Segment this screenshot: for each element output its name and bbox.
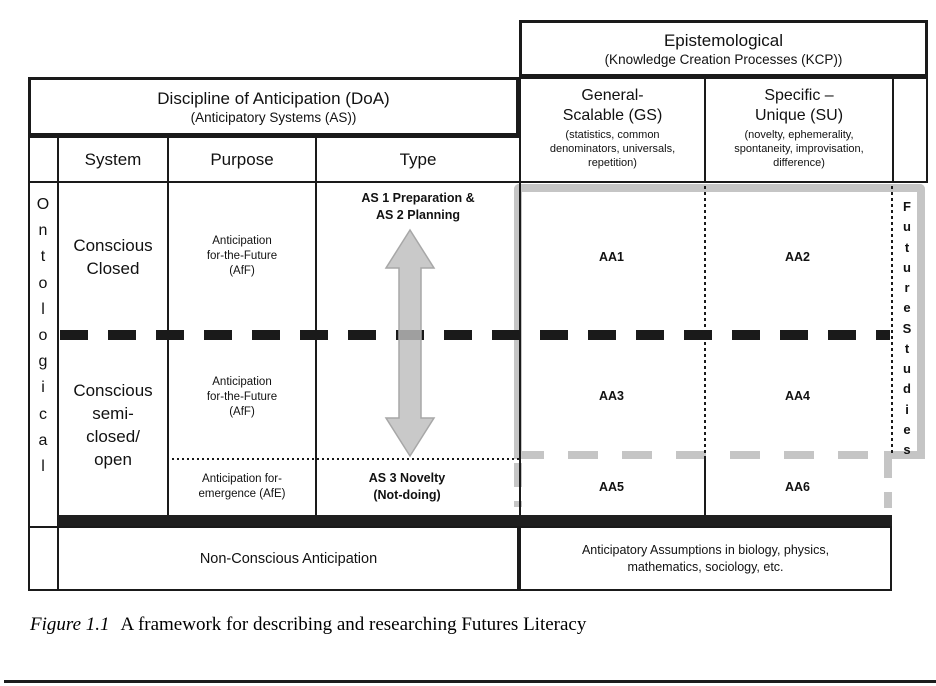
su-title: Specific – Unique (SU) <box>754 87 844 124</box>
aa5-cell: AA5 <box>598 480 624 494</box>
ontological-header-cell <box>28 136 59 183</box>
gray-outline-dashed-left <box>514 463 522 507</box>
anticipatory-assumptions-cell: Anticipatory Assumptions in biology, phy… <box>519 526 892 591</box>
doa-title: Discipline of Anticipation (DoA) <box>157 88 390 108</box>
column-header-type: Type <box>315 136 521 183</box>
gs-title: General- Scalable (GS) <box>562 87 663 124</box>
gray-outline-frame <box>514 184 925 458</box>
aa3-cell: AA3 <box>598 389 624 403</box>
double-arrow-icon <box>384 228 436 458</box>
row1-purpose-cell: Anticipation for-the-Future (AfF) <box>206 235 278 277</box>
double-arrow-shape <box>384 228 436 458</box>
row2-purpose-cell: Anticipation for-the-Future (AfF) <box>206 376 278 418</box>
figure-caption: Figure 1.1 A framework for describing and… <box>30 614 586 636</box>
column-header-specific-unique: Specific – Unique (SU) (novelty, ephemer… <box>704 77 894 183</box>
page-bottom-rule <box>4 680 936 683</box>
system-header-label: System <box>84 149 142 169</box>
type-gs-divider <box>519 183 521 591</box>
figure-caption-label: Figure 1.1 <box>30 614 110 635</box>
aa2-cell: AA2 <box>784 250 810 264</box>
aa1-cell: AA1 <box>598 250 624 264</box>
aa4-cell: AA4 <box>784 389 810 403</box>
future-studies-dotted-divider <box>891 186 893 453</box>
future-studies-header-cell <box>892 77 928 183</box>
su-subtitle: (novelty, ephemerality, spontaneity, imp… <box>734 129 864 169</box>
purpose-type-divider <box>315 183 317 516</box>
row3-purpose-cell: Anticipation for- emergence (AfE) <box>198 473 286 500</box>
ontological-column-divider <box>57 183 59 591</box>
gs-su-dotted-divider <box>704 186 706 459</box>
row3-type-cell: AS 3 Novelty (Not-doing) <box>368 471 446 502</box>
figure-caption-text: A framework for describing and researchi… <box>120 614 587 635</box>
gs-subtitle: (statistics, common denominators, univer… <box>549 129 676 169</box>
dashed-divider-line <box>60 330 890 340</box>
aa5-aa6-divider <box>704 459 706 526</box>
table-left-edge <box>28 183 30 591</box>
gray-outline-dashed-bottom <box>514 451 906 459</box>
non-conscious-bar <box>58 515 892 526</box>
column-header-general-scalable: General- Scalable (GS) (statistics, comm… <box>519 77 706 183</box>
row2-system-cell: Conscious semi- closed/ open <box>73 381 153 469</box>
column-header-purpose: Purpose <box>167 136 317 183</box>
non-conscious-label: Non-Conscious Anticipation <box>199 550 378 567</box>
system-purpose-divider <box>167 183 169 516</box>
doa-subtitle: (Anticipatory Systems (AS)) <box>190 109 357 125</box>
row1-type-cell: AS 1 Preparation & AS 2 Planning <box>361 191 475 222</box>
gray-outline-corner <box>884 451 925 459</box>
row1-system-cell: Conscious Closed <box>73 235 153 278</box>
type-header-label: Type <box>399 149 437 169</box>
doa-header-box: Discipline of Anticipation (DoA) (Antici… <box>28 77 519 136</box>
epistemological-header-box: Epistemological (Knowledge Creation Proc… <box>519 20 928 77</box>
non-conscious-cell: Non-Conscious Anticipation <box>28 526 519 591</box>
aff-afe-dotted-divider <box>167 458 521 460</box>
gray-outline-dashed-right <box>884 454 892 508</box>
aa6-cell: AA6 <box>784 480 810 494</box>
column-header-system: System <box>57 136 169 183</box>
epistemological-title: Epistemological <box>663 30 784 50</box>
purpose-header-label: Purpose <box>210 149 274 169</box>
epistemological-subtitle: (Knowledge Creation Processes (KCP)) <box>604 51 843 67</box>
